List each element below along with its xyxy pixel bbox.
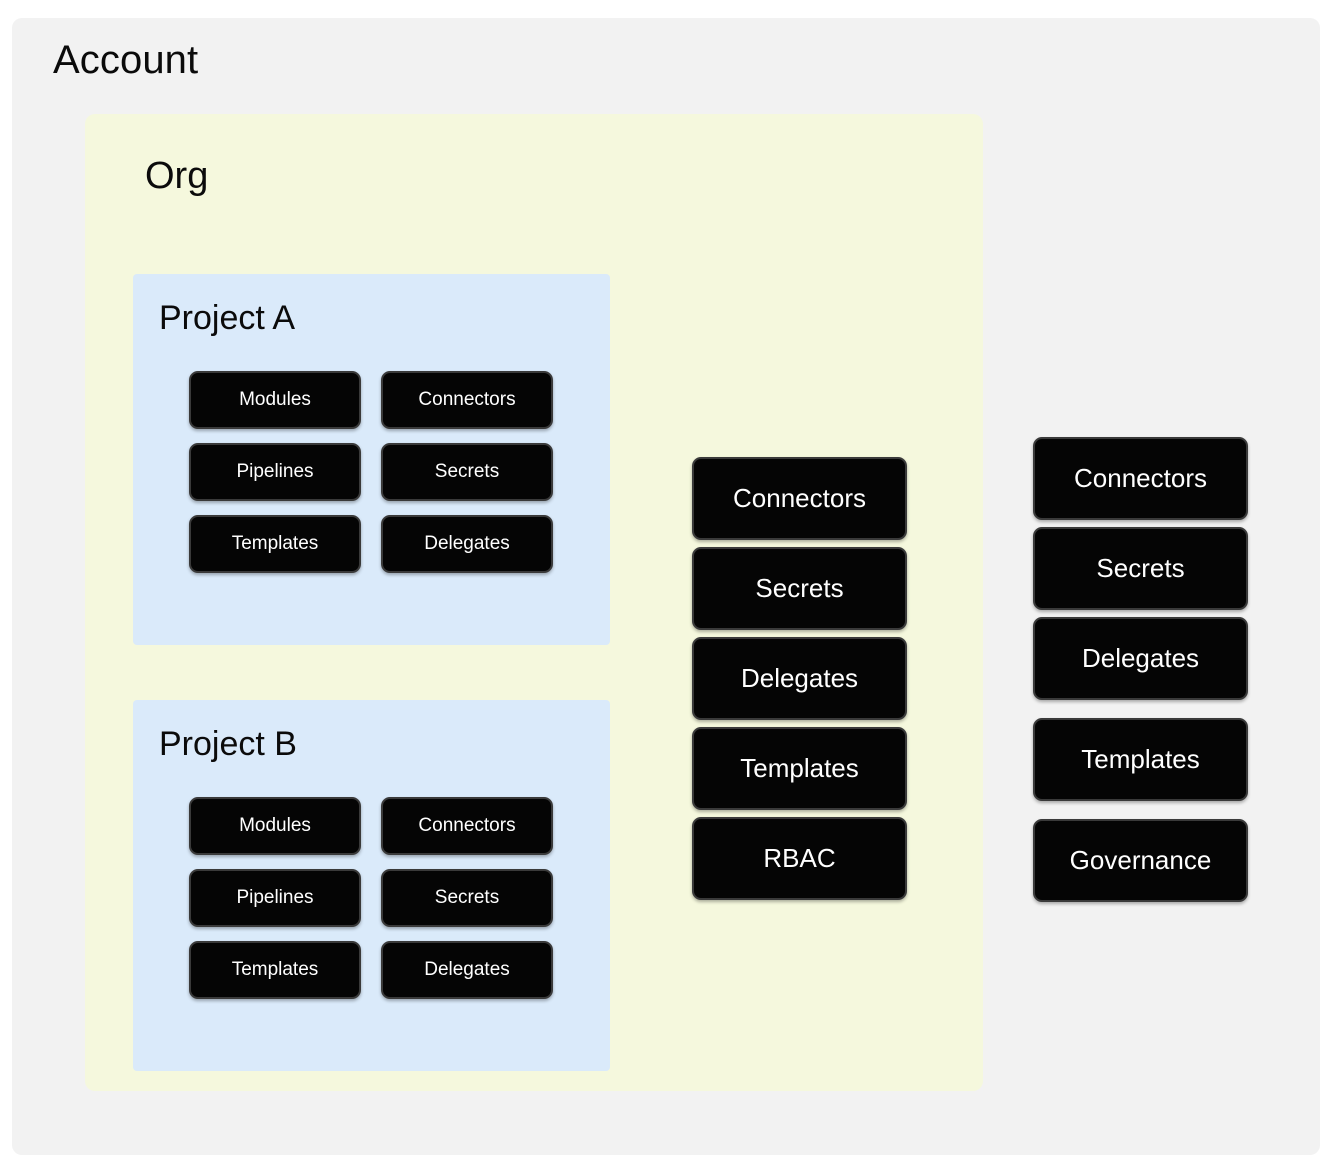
org-scope-container: Org Project A Modules Connectors Pipelin… xyxy=(85,114,983,1091)
org-resource-delegates[interactable]: Delegates xyxy=(692,637,907,720)
project-a-resource-secrets[interactable]: Secrets xyxy=(381,443,553,501)
account-resource-delegates[interactable]: Delegates xyxy=(1033,617,1248,700)
account-resource-templates[interactable]: Templates xyxy=(1033,718,1248,801)
org-resource-connectors[interactable]: Connectors xyxy=(692,457,907,540)
project-a-resource-pipelines[interactable]: Pipelines xyxy=(189,443,361,501)
project-b-container: Project B Modules Connectors Pipelines S… xyxy=(133,700,610,1071)
project-b-resource-modules[interactable]: Modules xyxy=(189,797,361,855)
project-a-resource-modules[interactable]: Modules xyxy=(189,371,361,429)
account-resource-governance[interactable]: Governance xyxy=(1033,819,1248,902)
project-b-title: Project B xyxy=(159,725,297,763)
project-b-resource-templates[interactable]: Templates xyxy=(189,941,361,999)
org-resource-templates[interactable]: Templates xyxy=(692,727,907,810)
account-resource-secrets[interactable]: Secrets xyxy=(1033,527,1248,610)
project-a-resource-connectors[interactable]: Connectors xyxy=(381,371,553,429)
account-resource-stack: Connectors Secrets Delegates Templates G… xyxy=(1033,437,1248,902)
project-b-resource-delegates[interactable]: Delegates xyxy=(381,941,553,999)
org-resource-secrets[interactable]: Secrets xyxy=(692,547,907,630)
org-resource-stack: Connectors Secrets Delegates Templates R… xyxy=(692,457,907,900)
project-b-resource-grid: Modules Connectors Pipelines Secrets Tem… xyxy=(189,797,553,999)
project-b-resource-secrets[interactable]: Secrets xyxy=(381,869,553,927)
project-b-resource-pipelines[interactable]: Pipelines xyxy=(189,869,361,927)
account-scope-container: Account Org Project A Modules Connectors… xyxy=(12,18,1320,1155)
project-b-resource-connectors[interactable]: Connectors xyxy=(381,797,553,855)
account-resource-connectors[interactable]: Connectors xyxy=(1033,437,1248,520)
org-title: Org xyxy=(145,155,209,197)
project-a-resource-delegates[interactable]: Delegates xyxy=(381,515,553,573)
project-a-title: Project A xyxy=(159,299,296,337)
project-a-container: Project A Modules Connectors Pipelines S… xyxy=(133,274,610,645)
org-resource-rbac[interactable]: RBAC xyxy=(692,817,907,900)
account-title: Account xyxy=(53,38,199,82)
project-a-resource-grid: Modules Connectors Pipelines Secrets Tem… xyxy=(189,371,553,573)
project-a-resource-templates[interactable]: Templates xyxy=(189,515,361,573)
